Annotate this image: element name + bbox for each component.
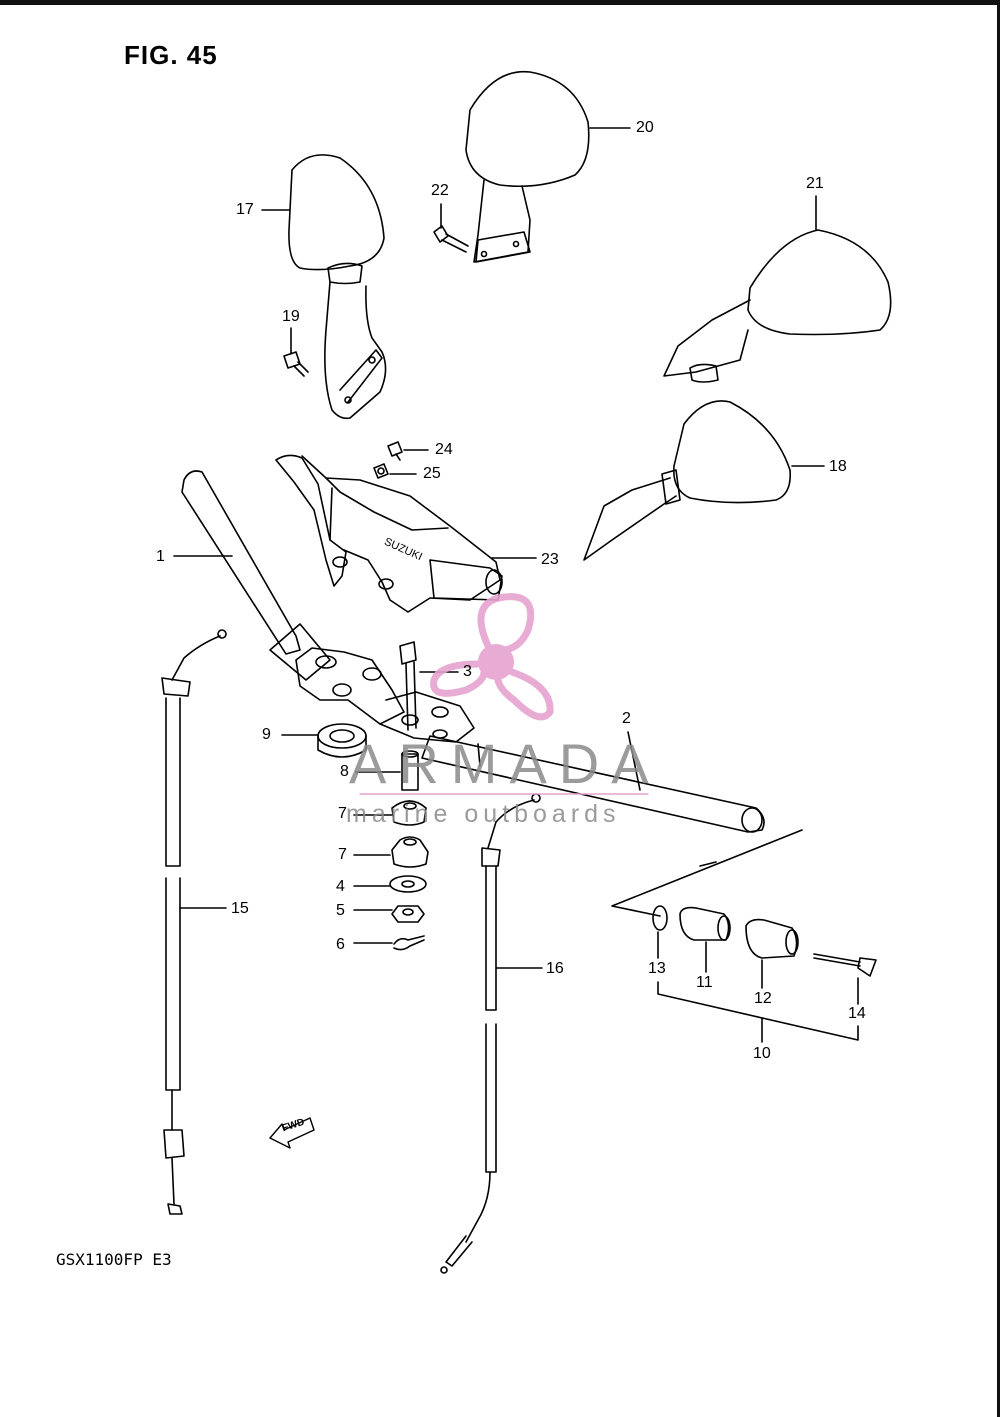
callout-7-upper: 7 xyxy=(338,805,347,822)
page-border-top xyxy=(0,0,1000,5)
watermark-propeller-icon xyxy=(430,593,554,721)
bolt-22 xyxy=(433,225,469,253)
handlebar-tube-2 xyxy=(421,735,765,833)
callout-23: 23 xyxy=(541,551,559,568)
mirror-20 xyxy=(465,70,590,263)
handlebar-right-23 xyxy=(275,454,503,613)
mirror-17 xyxy=(288,154,387,420)
mirror-18 xyxy=(583,400,792,561)
callout-6: 6 xyxy=(336,936,345,953)
cable-16 xyxy=(440,793,541,1274)
callout-22: 22 xyxy=(431,182,449,199)
bar-end-assembly-10 xyxy=(611,829,877,977)
screw-19 xyxy=(283,351,309,377)
screw-25 xyxy=(373,463,389,479)
nut-5 xyxy=(391,905,425,923)
callout-15: 15 xyxy=(231,900,249,917)
callout-19: 19 xyxy=(282,308,300,325)
mirror-21 xyxy=(663,229,892,383)
callout-7-lower: 7 xyxy=(338,846,347,863)
watermark-tagline: marine outboards xyxy=(346,800,621,828)
callout-3: 3 xyxy=(463,663,472,680)
washer-4 xyxy=(389,875,427,893)
watermark-brand: ARMADA xyxy=(349,732,661,795)
cotter-pin-6 xyxy=(393,935,425,951)
callout-11: 11 xyxy=(696,974,713,991)
callout-24: 24 xyxy=(435,441,453,458)
callout-2: 2 xyxy=(622,710,631,727)
callout-21: 21 xyxy=(806,175,824,192)
callout-10: 10 xyxy=(753,1045,771,1062)
leader-2 xyxy=(627,731,641,791)
bolt-3 xyxy=(399,641,417,731)
collar-8 xyxy=(401,750,419,791)
callout-14: 14 xyxy=(848,1005,866,1022)
suzuki-marking: SUZUKI xyxy=(382,536,424,563)
handlebar-left-1 xyxy=(181,470,475,743)
callout-25: 25 xyxy=(423,465,441,482)
page-border-right xyxy=(997,0,1000,1417)
figure-title: FIG. 45 xyxy=(124,40,218,70)
callout-8: 8 xyxy=(340,763,349,780)
callout-13: 13 xyxy=(648,960,666,977)
bracket-10 xyxy=(657,981,859,1041)
callout-20: 20 xyxy=(636,119,654,136)
callout-12: 12 xyxy=(754,990,772,1007)
callout-18: 18 xyxy=(829,458,847,475)
callout-5: 5 xyxy=(336,902,345,919)
callout-16: 16 xyxy=(546,960,564,977)
callout-9: 9 xyxy=(262,726,271,743)
model-code: GSX1100FP E3 xyxy=(56,1250,172,1269)
cable-15 xyxy=(161,629,227,1215)
screw-24 xyxy=(387,441,403,461)
damper-7-lower xyxy=(391,836,429,868)
callout-4: 4 xyxy=(336,878,345,895)
damper-9 xyxy=(317,723,367,758)
damper-7-upper xyxy=(391,800,427,826)
callout-1: 1 xyxy=(156,548,165,565)
fwd-arrow-icon xyxy=(269,1117,315,1149)
callout-17: 17 xyxy=(236,201,254,218)
